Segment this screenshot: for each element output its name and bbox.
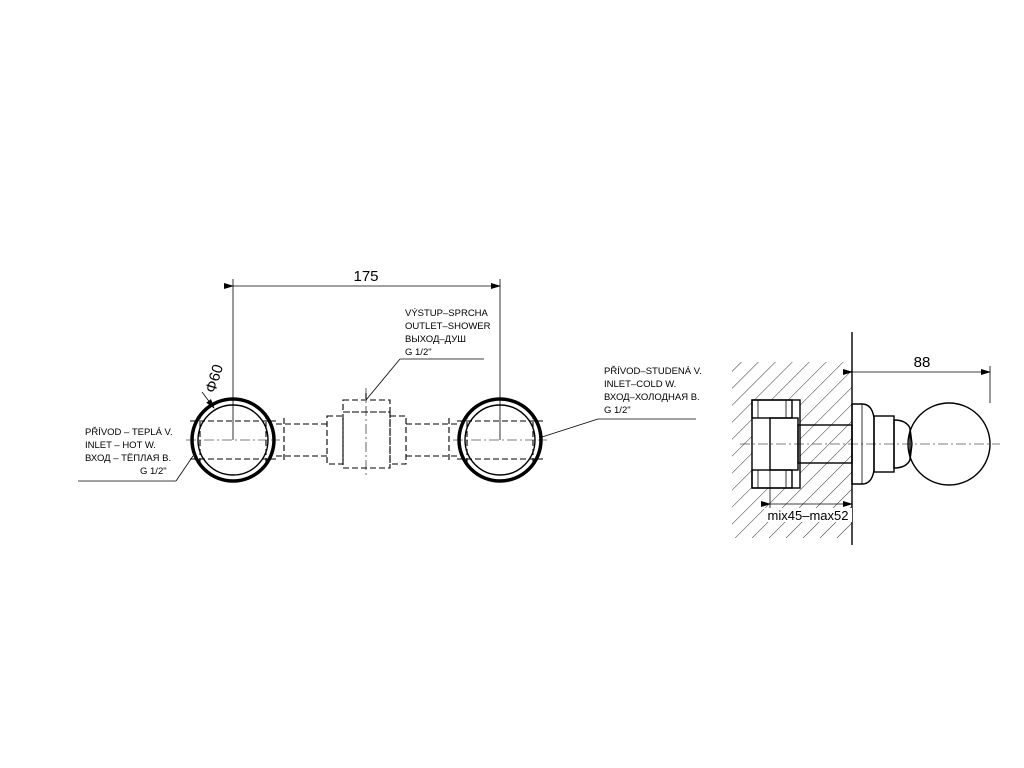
left-inlet-ring xyxy=(186,397,280,483)
hot-label-cz: PŘÍVOD – TEPLÁ V. xyxy=(85,427,173,438)
hot-label-thread: G 1/2" xyxy=(140,466,167,477)
dimension-center-distance: 175 xyxy=(224,268,501,440)
outlet-label-thread: G 1/2" xyxy=(405,347,432,358)
cold-label-ru: ВХОД–ХОЛОДНАЯ В. xyxy=(604,392,700,403)
cold-label-en: INLET–COLD W. xyxy=(604,379,676,390)
dimension-88-label: 88 xyxy=(914,354,931,371)
embedded-body xyxy=(740,399,1000,489)
hot-label-en: INLET – HOT W. xyxy=(85,440,156,451)
hot-label-ru: ВХОД – ТЁПЛАЯ В. xyxy=(85,453,171,464)
side-view: 88 mix45–max52 xyxy=(732,332,1000,545)
cold-label-thread: G 1/2" xyxy=(604,405,631,416)
outlet-label-ru: ВЫХОД–ДУШ xyxy=(405,334,466,345)
outlet-label-en: OUTLET–SHOWER xyxy=(405,321,491,332)
dimension-175-label: 175 xyxy=(353,268,378,285)
right-inlet-ring xyxy=(453,397,547,483)
hot-inlet-callout: PŘÍVOD – TEPLÁ V. INLET – HOT W. ВХОД – … xyxy=(78,427,194,482)
mixer-body xyxy=(190,388,543,475)
cold-inlet-callout: PŘÍVOD–STUDENÁ V. INLET–COLD W. ВХОД–ХОЛ… xyxy=(541,366,702,438)
handle-assembly xyxy=(797,402,991,486)
dimension-wall-range: mix45–max52 xyxy=(761,470,853,523)
cold-label-cz: PŘÍVOD–STUDENÁ V. xyxy=(604,366,702,377)
dimension-range-label: mix45–max52 xyxy=(768,508,849,523)
outlet-label-cz: VÝSTUP–SPRCHA xyxy=(405,308,489,319)
outlet-callout: VÝSTUP–SPRCHA OUTLET–SHOWER ВЫХОД–ДУШ G … xyxy=(365,308,491,401)
front-view: 175 xyxy=(78,268,702,483)
dimension-depth: 88 xyxy=(843,340,991,403)
diameter-label: Φ60 xyxy=(202,362,227,394)
